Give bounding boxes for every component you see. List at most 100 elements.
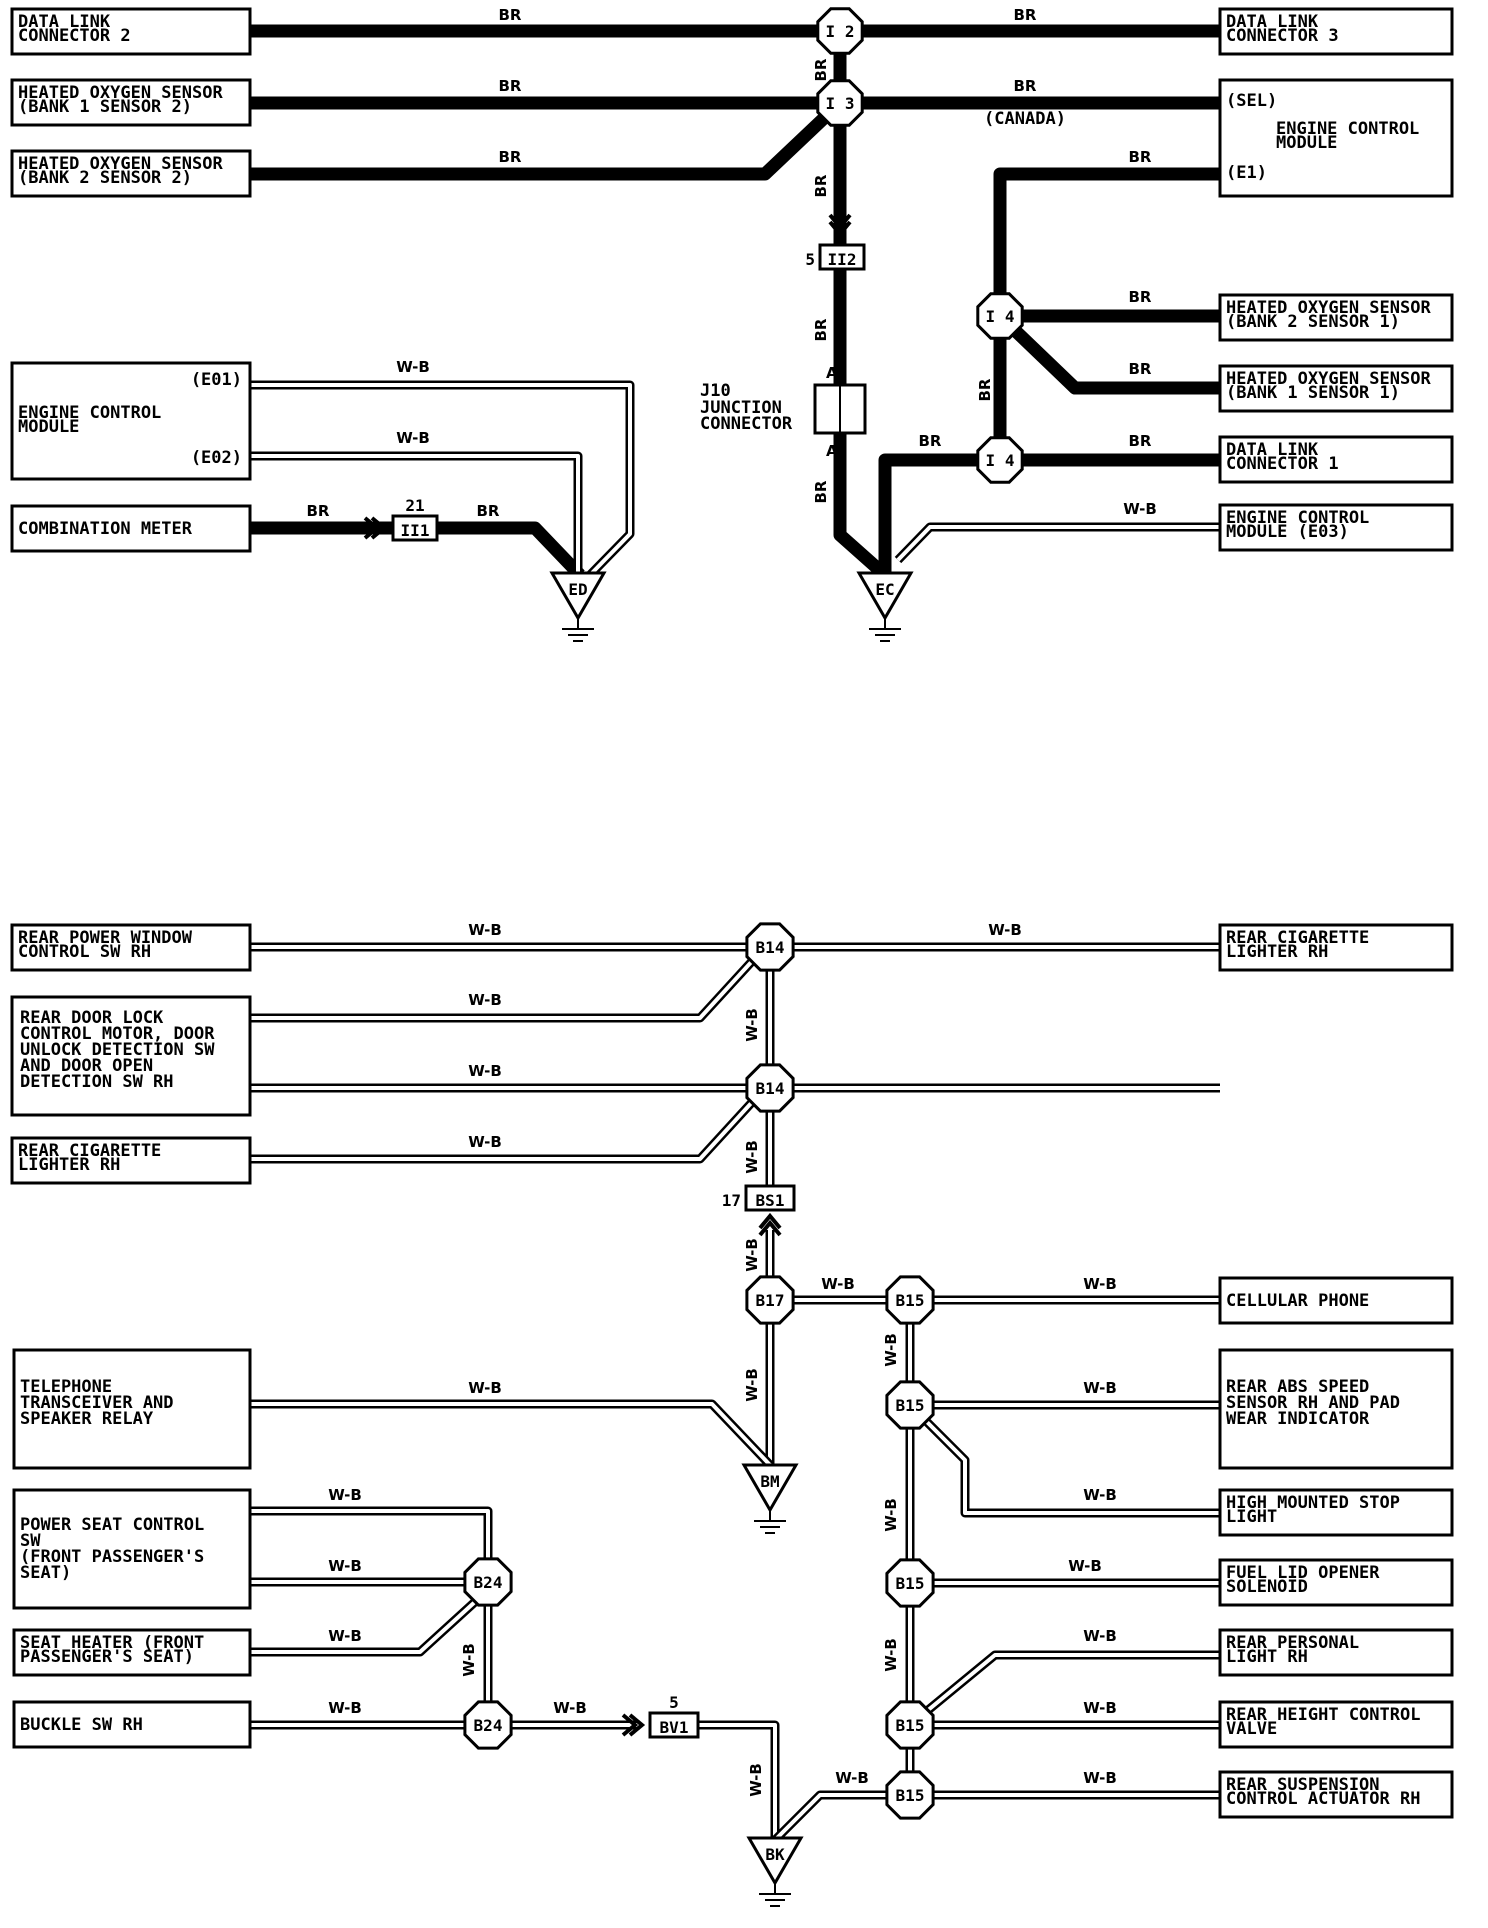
rear-power-window-sw-box-label: REAR POWER WINDOW — [18, 928, 193, 948]
data-link-connector-1-box-label: CONNECTOR 1 — [1226, 454, 1339, 474]
wire-label-wb: W-B — [1068, 1557, 1102, 1575]
rear-door-lock-motor-box-label: AND DOOR OPEN — [20, 1056, 153, 1076]
cellular-phone-box-label: CELLULAR PHONE — [1226, 1291, 1369, 1311]
rear-cigarette-lighter-right-box-label: LIGHTER RH — [1226, 942, 1328, 962]
rear-height-control-valve-box-label: REAR HEIGHT CONTROL — [1226, 1705, 1420, 1725]
junction-b14-lower-label: B14 — [756, 1079, 785, 1098]
junction-b14-lower — [745, 1063, 795, 1113]
ground-bk — [746, 1836, 804, 1907]
fuel-lid-opener-box-label: FUEL LID OPENER — [1226, 1563, 1380, 1583]
wire-label-br-vertical: BR — [812, 480, 830, 503]
rear-power-window-sw-box-label: CONTROL SW RH — [18, 942, 151, 962]
power-seat-control-sw-box-label: SEAT) — [20, 1563, 71, 1583]
wire-label-wb: W-B — [328, 1557, 362, 1575]
wire-label-wb: W-B — [328, 1627, 362, 1645]
ho2s-bank2-sensor1-box — [1218, 293, 1454, 342]
wire-label-wb: W-B — [468, 921, 502, 939]
wire-label-br: BR — [919, 432, 942, 450]
wire-label-wb: W-B — [988, 921, 1022, 939]
rear-suspension-actuator-box — [1218, 1770, 1454, 1819]
wire-dlc1-ec — [878, 453, 1220, 575]
telephone-transceiver-box — [12, 1348, 252, 1470]
ho2s-bank2-sensor1-box-label: HEATED OXYGEN SENSOR — [1226, 298, 1431, 318]
rear-door-lock-motor-box-label: CONTROL MOTOR, DOOR — [20, 1024, 215, 1044]
combination-meter-box — [10, 504, 252, 553]
ground-ec-label: EC — [875, 580, 894, 599]
rear-door-lock-motor-box-label: UNLOCK DETECTION SW — [20, 1040, 215, 1060]
wire-label-wb-vertical: W-B — [743, 1238, 761, 1272]
rear-abs-speed-sensor-box-label: REAR ABS SPEED — [1226, 1377, 1369, 1397]
wire-tel-bm — [250, 1399, 774, 1469]
engine-control-module-e03-box — [1218, 503, 1454, 552]
seat-heater-box-label: SEAT HEATER (FRONT — [20, 1633, 204, 1653]
rear-cigarette-lighter-left-box — [10, 1136, 252, 1185]
junction-b14-upper-label: B14 — [756, 938, 785, 957]
connector-ii1-label: II1 — [401, 521, 430, 540]
seat-heater-box-label: PASSENGER'S SEAT) — [20, 1647, 194, 1667]
wire-label-br-vertical: BR — [812, 318, 830, 341]
wire-label-br-vertical: BR — [976, 378, 994, 401]
connector-bv1-label: BV1 — [660, 1718, 689, 1737]
fuel-lid-opener-box — [1218, 1558, 1454, 1607]
combination-meter-box-label: COMBINATION METER — [18, 519, 193, 539]
wire-rdl-b14 — [250, 943, 769, 1023]
junction-b24-upper-label: B24 — [474, 1573, 503, 1592]
wire-label-br: BR — [307, 502, 330, 520]
connector-bv1 — [648, 1711, 700, 1739]
junction-b24-upper — [463, 1557, 513, 1607]
ho2s-bank1-sensor2-box — [10, 78, 252, 127]
wire-label-wb-vertical: W-B — [882, 1638, 900, 1672]
engine-control-module-right-box — [1218, 78, 1454, 198]
junction-b17 — [745, 1275, 795, 1325]
wire-ho2s-b2s2 — [250, 98, 845, 181]
junction-i3 — [816, 79, 864, 127]
wire-label-wb-vertical: W-B — [743, 1008, 761, 1042]
junction-b15-2-label: B15 — [896, 1396, 925, 1415]
rear-power-window-sw-box — [10, 923, 252, 972]
wire-label-wb: W-B — [328, 1699, 362, 1717]
rear-door-lock-motor-box-label: DETECTION SW RH — [20, 1072, 174, 1092]
j10-name-line1: JUNCTION — [700, 398, 782, 418]
ho2s-bank2-sensor2-box-label: HEATED OXYGEN SENSOR — [18, 154, 223, 174]
junction-i2-label: I 2 — [826, 22, 855, 41]
wire-label-wb: W-B — [396, 429, 430, 447]
wire-label-wb: W-B — [1083, 1699, 1117, 1717]
connector-bv1-pin: 5 — [669, 1693, 679, 1712]
ho2s-bank2-sensor2-box — [10, 149, 252, 198]
rear-personal-light-box-label: REAR PERSONAL — [1226, 1633, 1359, 1653]
engine-control-module-right-box-label: MODULE — [1276, 133, 1337, 153]
junction-b15-5-label: B15 — [896, 1786, 925, 1805]
data-link-connector-2-box-label: CONNECTOR 2 — [18, 26, 131, 46]
junction-i4-lower — [976, 436, 1024, 484]
wire-label-wb: W-B — [821, 1275, 855, 1293]
rear-height-control-valve-box — [1218, 1700, 1454, 1749]
ho2s-bank2-sensor2-box-label: (BANK 2 SENSOR 2) — [18, 168, 192, 188]
rear-cigarette-lighter-right-box — [1218, 923, 1454, 972]
power-seat-control-sw-box — [12, 1488, 252, 1610]
cellular-phone-box — [1218, 1276, 1454, 1325]
junction-b17-label: B17 — [756, 1291, 785, 1310]
ho2s-bank1-sensor1-box — [1218, 364, 1454, 413]
ho2s-bank1-sensor1-box-label: (BANK 1 SENSOR 1) — [1226, 383, 1400, 403]
data-link-connector-2-box — [10, 7, 252, 56]
wire-b15-hmsl — [906, 1401, 1220, 1518]
ground-ed — [549, 571, 607, 642]
wire-label-br: BR — [1129, 288, 1152, 306]
ground-bm — [741, 1463, 799, 1534]
canada-note: (CANADA) — [984, 109, 1066, 129]
wire-label-wb: W-B — [1083, 1379, 1117, 1397]
ii2-arrow — [828, 220, 852, 238]
junction-b24-lower — [463, 1700, 513, 1750]
connector-ii1 — [391, 514, 439, 542]
wire-label-wb: W-B — [1083, 1486, 1117, 1504]
high-mounted-stop-light-box-label: LIGHT — [1226, 1507, 1277, 1527]
wire-ii1-ed — [430, 521, 585, 580]
rear-abs-speed-sensor-box-label: WEAR INDICATOR — [1226, 1409, 1370, 1429]
j10-pin-top: A — [826, 364, 838, 382]
rear-personal-light-box — [1218, 1628, 1454, 1677]
ground-ed-label: ED — [568, 580, 587, 599]
wire-b15-bk — [771, 1790, 910, 1844]
ho2s-bank1-sensor2-box-label: HEATED OXYGEN SENSOR — [18, 83, 223, 103]
connector-ii1-pin: 21 — [405, 496, 424, 515]
